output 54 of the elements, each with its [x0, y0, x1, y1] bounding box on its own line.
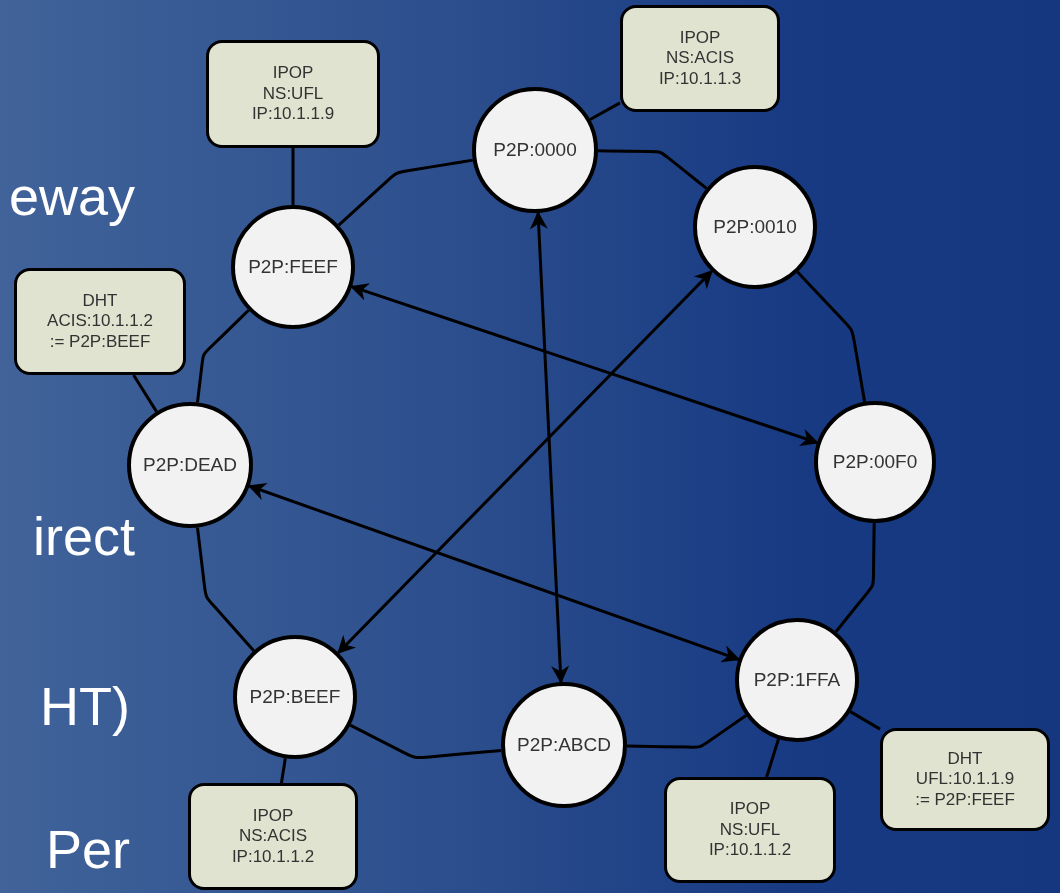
connector-line	[598, 149, 708, 190]
slide-text-fragment: irect	[33, 505, 135, 567]
connector-line	[626, 714, 747, 749]
connector-line	[765, 738, 780, 778]
info-box	[664, 777, 836, 883]
node-text: IP:10.1.1.2	[231, 846, 315, 868]
info-box	[14, 268, 186, 375]
connector-line	[279, 758, 287, 784]
node-text: P2P:FEEF	[248, 256, 338, 278]
node-text: IPOP	[679, 27, 721, 49]
connector-line	[834, 522, 876, 633]
arrow	[337, 270, 713, 654]
info-box	[188, 783, 358, 890]
node-text: P2P:0010	[713, 216, 797, 238]
node-text: P2P:1FFA	[753, 669, 841, 691]
connector-line	[796, 271, 867, 403]
node-text: UFL:10.1.1.9	[915, 769, 1015, 790]
node-text: P2P:DEAD	[143, 454, 237, 476]
connector-line	[196, 527, 255, 652]
node-text: IPOP	[729, 799, 771, 820]
slide-text-fragment: HT)	[40, 675, 130, 737]
node-text: P2P:ABCD	[517, 734, 611, 756]
arrow	[247, 482, 741, 663]
arrow	[529, 211, 570, 684]
info-box	[880, 728, 1050, 831]
node-text: NS:UFL	[262, 83, 324, 105]
node-text: P2P:0000	[493, 139, 577, 161]
node-text: IP:10.1.1.9	[251, 104, 335, 125]
info-box	[620, 5, 780, 112]
node-text: ACIS:10.1.1.2	[47, 311, 153, 332]
slide-text-fragment: eway	[8, 165, 135, 227]
node-text: DHT	[947, 748, 983, 770]
connector-line	[849, 710, 881, 731]
arrow	[350, 283, 819, 446]
slide-text-fragment: Per	[45, 818, 130, 880]
connector-line	[349, 723, 502, 760]
node-text: DHT	[82, 290, 118, 312]
node-text: IP:10.1.1.3	[658, 68, 742, 90]
node-text: IPOP	[272, 63, 314, 84]
node-text: IPOP	[252, 805, 294, 827]
info-box	[206, 40, 380, 148]
connector-line	[589, 101, 621, 121]
node-text: P2P:BEEF	[249, 686, 341, 708]
node-text: IP:10.1.1.2	[708, 840, 792, 861]
node-text: P2P:00F0	[832, 451, 918, 473]
connector-line	[337, 158, 474, 227]
node-text: := P2P:BEEF	[49, 331, 151, 353]
connector-line	[132, 374, 158, 413]
connector-line	[291, 148, 295, 205]
node-text: NS:UFL	[719, 819, 781, 841]
connector-line	[196, 309, 250, 403]
node-text: NS:ACIS	[666, 48, 734, 69]
node-text: NS:ACIS	[239, 826, 307, 847]
node-text: := P2P:FEEF	[915, 789, 1015, 811]
